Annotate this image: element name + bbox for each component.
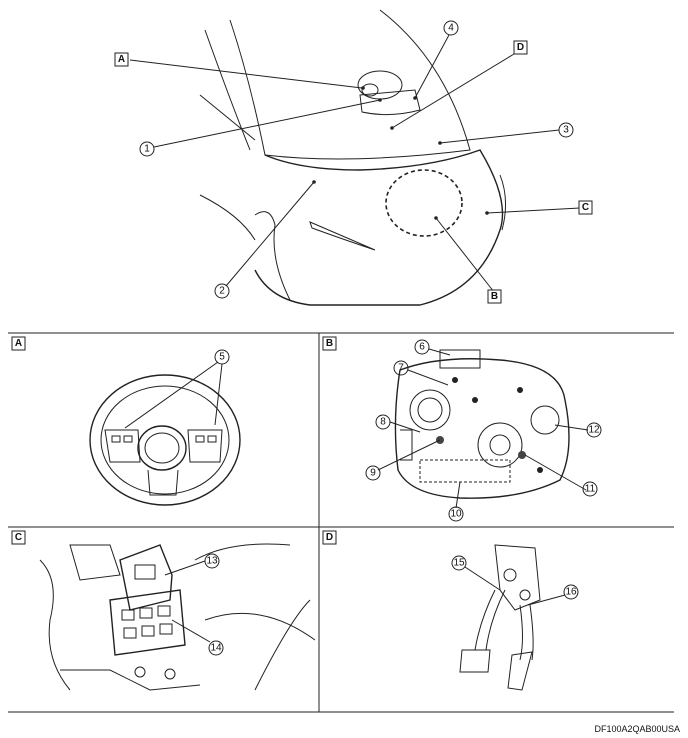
callout-12: 12	[586, 422, 602, 438]
svg-text:2: 2	[219, 286, 225, 297]
view-label-b: B	[487, 289, 502, 304]
svg-text:B: B	[491, 291, 498, 302]
svg-text:13: 13	[206, 556, 218, 567]
svg-text:A: A	[118, 54, 125, 65]
svg-text:C: C	[582, 202, 589, 213]
panel-c: C 13 14	[11, 530, 316, 691]
svg-text:14: 14	[210, 643, 222, 654]
callout-1: 1	[139, 141, 155, 157]
panel-grid	[8, 332, 674, 713]
callout-14: 14	[208, 640, 224, 656]
callout-11: 11	[582, 481, 598, 497]
svg-text:B: B	[326, 338, 333, 349]
svg-text:10: 10	[450, 509, 462, 520]
callout-5: 5	[214, 349, 230, 365]
svg-text:4: 4	[448, 23, 454, 34]
pedal-assembly-illustration	[459, 544, 541, 691]
callout-9: 9	[365, 465, 381, 481]
svg-text:16: 16	[565, 587, 577, 598]
svg-text:5: 5	[219, 352, 225, 363]
callout-2: 2	[214, 283, 230, 299]
view-label-c: C	[578, 200, 593, 215]
svg-text:11: 11	[585, 484, 596, 495]
callout-8: 8	[375, 414, 391, 430]
reference-code: DF100A2QAB00USA	[594, 724, 680, 734]
callout-15: 15	[451, 555, 467, 571]
callout-3: 3	[558, 122, 574, 138]
vehicle-overview: 1 2 3 4 A B C D	[114, 9, 593, 306]
callout-7: 7	[393, 360, 409, 376]
svg-text:C: C	[15, 532, 22, 543]
svg-text:7: 7	[398, 363, 404, 374]
svg-text:8: 8	[380, 417, 386, 428]
svg-text:1: 1	[144, 144, 150, 155]
callout-13: 13	[204, 553, 220, 569]
control-unit-illustration	[39, 543, 316, 691]
svg-text:D: D	[517, 42, 524, 53]
callout-10: 10	[448, 506, 464, 522]
callout-4: 4	[443, 20, 459, 36]
panel-b: B 6 7	[322, 336, 602, 522]
svg-text:15: 15	[453, 558, 465, 569]
svg-text:A: A	[15, 338, 22, 349]
view-label-a: A	[114, 52, 129, 67]
callout-16: 16	[563, 584, 579, 600]
svg-text:6: 6	[419, 342, 425, 353]
svg-text:9: 9	[370, 468, 376, 479]
view-b-area	[385, 169, 463, 237]
steering-wheel-illustration	[89, 374, 241, 506]
panel-a: A 5	[11, 336, 241, 506]
svg-text:D: D	[326, 532, 333, 543]
transmission-illustration	[394, 349, 570, 499]
callout-6: 6	[414, 339, 430, 355]
svg-text:12: 12	[588, 425, 600, 436]
svg-text:3: 3	[563, 125, 569, 136]
panel-d: D 15 16	[322, 530, 579, 691]
view-label-d: D	[513, 40, 528, 55]
